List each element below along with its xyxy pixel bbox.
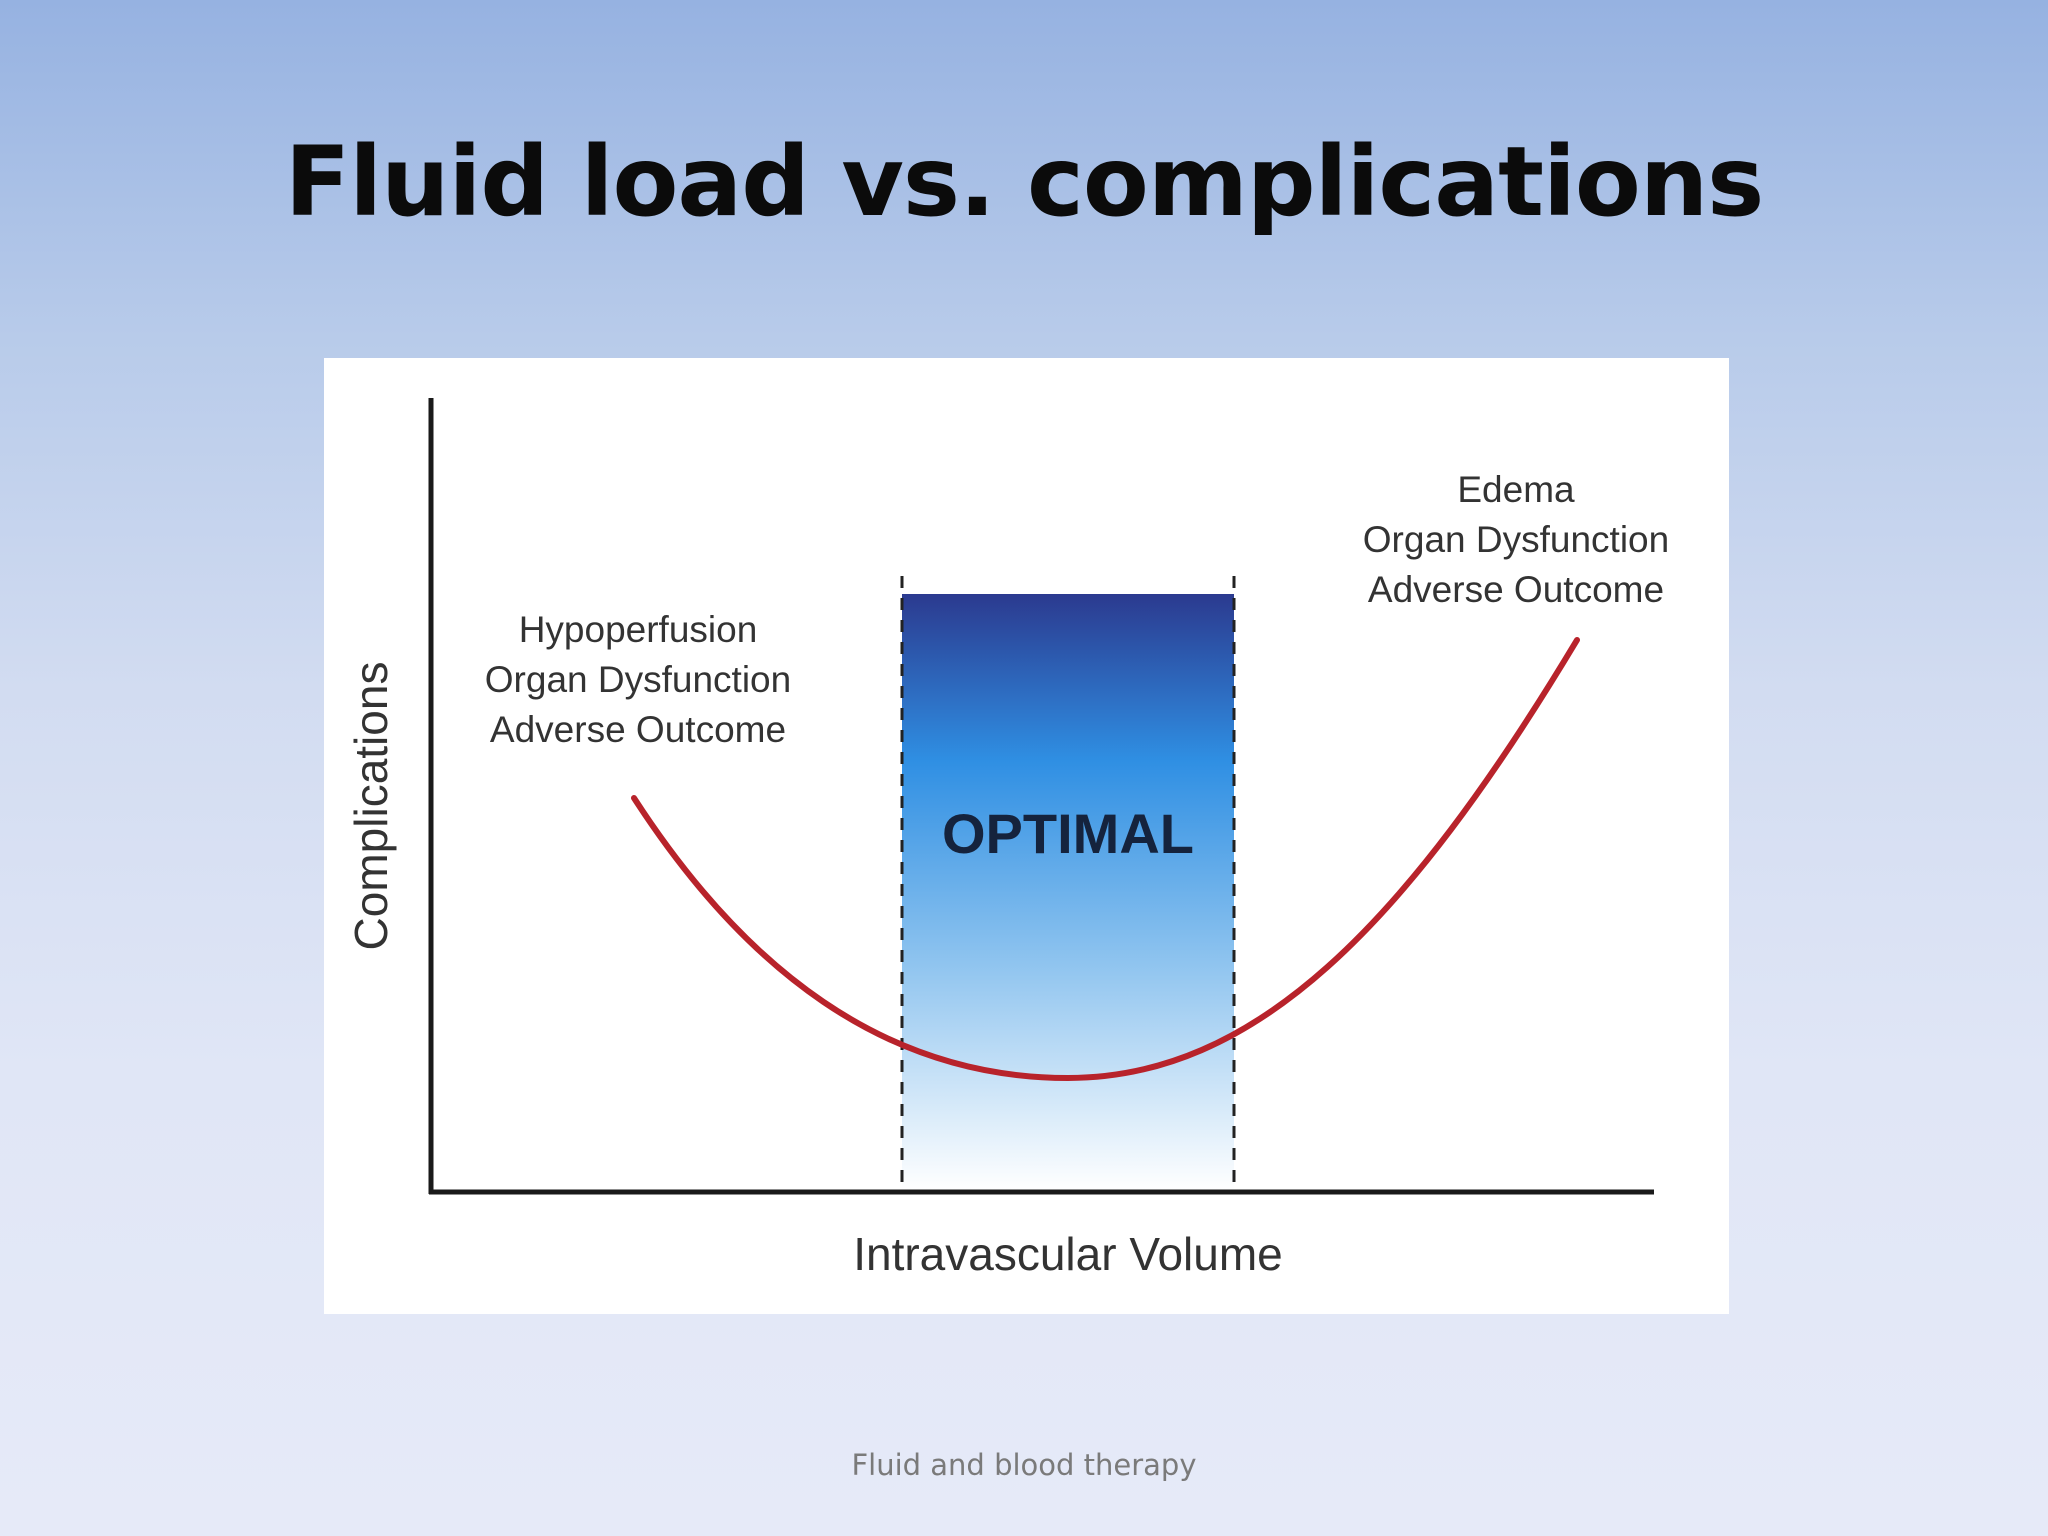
- right-annotation-line-1: Edema: [1457, 469, 1575, 510]
- diagram-panel: OPTIMAL Hypoperfusion Organ Dysfunction …: [324, 358, 1729, 1314]
- optimal-label: OPTIMAL: [942, 802, 1194, 865]
- slide-footer: Fluid and blood therapy: [851, 1448, 1197, 1482]
- right-annotation-line-2: Organ Dysfunction: [1363, 519, 1669, 560]
- slide-title: Fluid load vs. complications: [284, 126, 1765, 238]
- complications-curve: [631, 637, 1580, 1082]
- left-annotation-line-3: Adverse Outcome: [490, 709, 786, 750]
- left-annotation-line-2: Organ Dysfunction: [485, 659, 791, 700]
- x-axis-label: Intravascular Volume: [853, 1228, 1283, 1280]
- y-axis-label: Complications: [345, 662, 397, 951]
- right-annotation-line-3: Adverse Outcome: [1368, 569, 1664, 610]
- fluid-complications-diagram: OPTIMAL Hypoperfusion Organ Dysfunction …: [345, 398, 1669, 1280]
- left-annotation-line-1: Hypoperfusion: [519, 609, 758, 650]
- optimal-zone: [902, 594, 1234, 1190]
